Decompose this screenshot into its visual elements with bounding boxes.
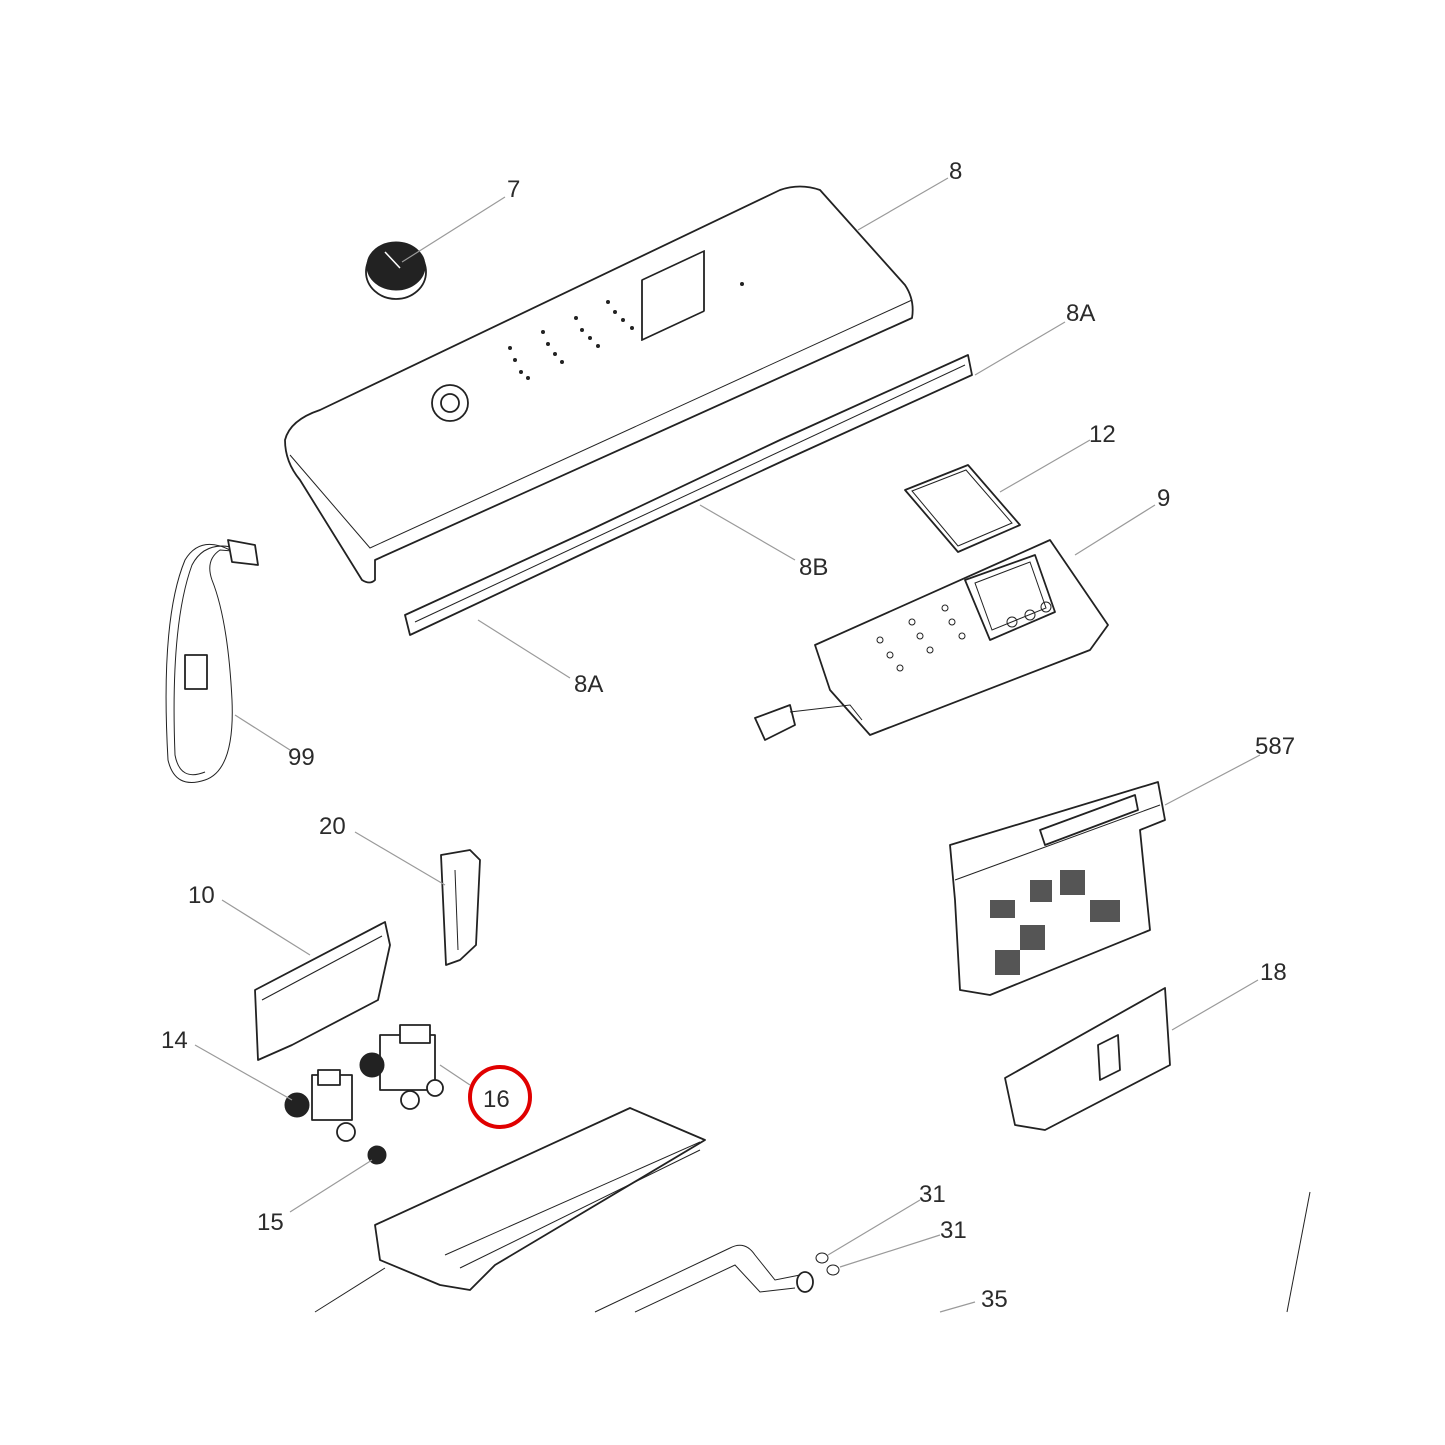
console-panel-part-8 (284, 185, 914, 584)
label-8a-top: 8A (1066, 300, 1095, 327)
highlight-circle (468, 1065, 532, 1129)
partial-part-line (1286, 1191, 1311, 1313)
filter-screen-part-15 (367, 1145, 387, 1165)
display-window-part-12 (904, 464, 1021, 553)
label-7: 7 (507, 176, 520, 203)
label-15: 15 (257, 1209, 284, 1236)
label-31-b: 31 (940, 1217, 967, 1244)
hose-part (594, 1244, 814, 1313)
leader-lines (194, 177, 1261, 1313)
power-cord-part-99 (165, 539, 259, 783)
label-20: 20 (319, 813, 346, 840)
trim-rails-part-8a-8b (404, 354, 973, 636)
label-31-a: 31 (919, 1181, 946, 1208)
ui-control-board-part-9 (754, 539, 1109, 741)
label-587: 587 (1255, 733, 1295, 760)
base-tray-part (374, 1107, 706, 1291)
o-rings-part-31 (815, 1252, 840, 1276)
label-10: 10 (188, 882, 215, 909)
label-35: 35 (981, 1286, 1008, 1313)
board-cover-part-18 (1004, 987, 1171, 1131)
label-8b: 8B (799, 554, 828, 581)
knob-part-7 (365, 241, 427, 300)
label-99: 99 (288, 744, 315, 771)
bracket-part-20 (440, 849, 481, 966)
label-12: 12 (1089, 421, 1116, 448)
inlet-valve-part-16 (359, 1024, 444, 1110)
partial-part-line (314, 1267, 386, 1313)
label-9: 9 (1157, 485, 1170, 512)
label-8a-bottom: 8A (574, 671, 603, 698)
label-14: 14 (161, 1027, 188, 1054)
valve-bracket-part-10 (254, 921, 391, 1061)
label-18: 18 (1260, 959, 1287, 986)
main-control-board-part-587 (949, 781, 1166, 996)
label-8: 8 (949, 158, 962, 185)
inlet-valve-part-14 (284, 1069, 356, 1142)
label-16[interactable]: 16 (483, 1086, 510, 1113)
